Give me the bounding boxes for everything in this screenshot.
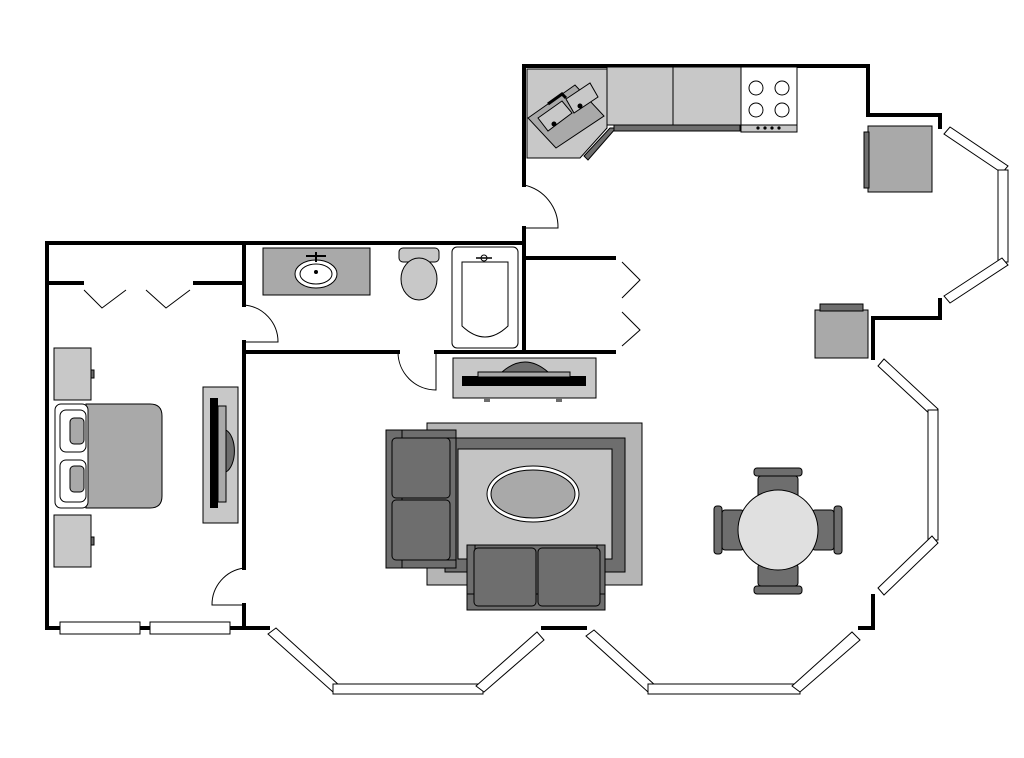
bedroom [53,347,239,568]
doors [83,184,641,606]
nightstand [53,347,95,401]
kitchen-counter [606,66,674,126]
tv-icon [202,386,239,524]
sofa-icon [466,544,606,611]
sofa-icon [385,429,457,569]
kitchen-chair [863,125,933,193]
sink-icon [527,82,605,149]
living-room [385,357,643,611]
walls [45,64,942,630]
dining-table-icon [713,467,843,595]
toilet-icon [398,247,440,301]
tv-icon [452,357,597,402]
bathroom [262,246,519,349]
sink-icon [262,247,371,296]
counter-edge [613,124,741,132]
armchair-icon [814,303,869,359]
windows [59,126,1009,695]
stove-icon [740,66,798,133]
bathtub-icon [451,246,519,349]
nightstand [53,514,95,568]
kitchen-counter [672,66,742,126]
bed-icon [54,403,163,509]
area-rug [426,422,643,586]
dining-area [713,303,869,595]
kitchen [526,66,933,193]
